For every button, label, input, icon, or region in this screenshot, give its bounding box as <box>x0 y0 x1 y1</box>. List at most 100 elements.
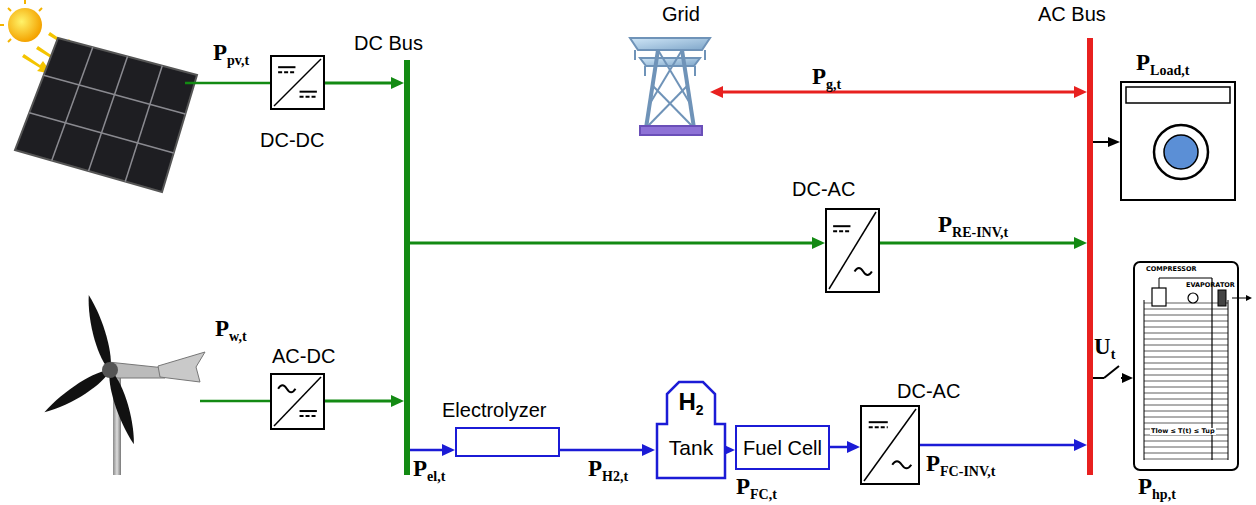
converter-diagonal <box>274 59 321 106</box>
dc-symbol <box>300 91 317 93</box>
dc-symbol <box>833 230 850 232</box>
ac-symbol <box>892 461 911 468</box>
subscript: H2,t <box>602 469 628 484</box>
small-label: Tlow ≤ T(t) ≤ Tup <box>1150 428 1216 435</box>
connector <box>830 441 860 453</box>
dc-symbol <box>869 426 888 428</box>
converter-symbol <box>862 407 918 483</box>
ac-bus: AC Bus <box>1087 38 1093 475</box>
small-label: EVAPORATOR <box>1186 282 1235 289</box>
subscript: pv,t <box>227 53 249 68</box>
subscript: w,t <box>229 329 247 344</box>
wind-wire <box>200 400 270 403</box>
fuel-cell: Fuel Cell <box>735 425 830 470</box>
arrow-head <box>391 395 404 407</box>
small-label: COMPRESSOR <box>1146 266 1197 273</box>
dc-symbol <box>300 96 317 98</box>
arrow-head <box>1074 86 1087 98</box>
subscript: hp,t <box>1152 487 1176 502</box>
node-label: H2 <box>655 388 727 418</box>
flow-label: PRE-INV,t <box>938 212 1008 240</box>
converter-symbol <box>827 210 878 291</box>
dc-ac-inverter: DC-AC <box>825 208 880 293</box>
arrow-head <box>1074 237 1087 249</box>
converter-symbol <box>272 57 323 108</box>
subscript: el,t <box>427 469 445 484</box>
arrow-head <box>642 444 655 456</box>
arrow-head <box>812 237 825 249</box>
converter-symbol <box>272 375 323 428</box>
subscript: FC,t <box>750 487 777 502</box>
connector <box>920 439 1087 451</box>
subscript: FC-INV,t <box>940 464 995 479</box>
power-label: Pw,t <box>215 316 247 344</box>
node-text: Tank <box>655 436 727 460</box>
grid: Grid <box>630 30 710 135</box>
dc-symbol <box>300 410 317 412</box>
subscript: Load,t <box>1150 63 1189 78</box>
electrolyzer: Electrolyzer <box>455 427 560 457</box>
dc-bus: DC Bus <box>404 60 410 475</box>
dc-symbol <box>278 66 295 68</box>
power-label: Php,t <box>1138 474 1176 502</box>
flow-label: PFC-INV,t <box>926 451 995 479</box>
connector-line <box>325 82 392 85</box>
connector-line <box>325 400 392 403</box>
connector <box>325 77 404 89</box>
connector-line <box>410 242 813 245</box>
flow-label: PFC,t <box>736 474 777 502</box>
connector <box>410 237 825 249</box>
subscript: 2 <box>696 402 704 418</box>
node-label: Electrolyzer <box>442 399 546 422</box>
connector-line <box>920 444 1075 447</box>
flow-label: Pel,t <box>413 456 445 484</box>
node-label: Grid <box>662 3 700 26</box>
connector-line <box>722 91 1075 94</box>
connector-line <box>830 446 848 449</box>
pv-panel <box>15 38 197 192</box>
dc-symbol <box>833 225 850 227</box>
arrow-head <box>847 441 860 453</box>
arrow-head <box>710 86 723 98</box>
power-label: Ppv,t <box>213 40 249 68</box>
switch <box>1093 366 1133 383</box>
arrow-head <box>442 444 455 456</box>
subscript: t <box>1111 347 1116 362</box>
wind-turbine <box>42 294 205 475</box>
heat-pump-tank <box>1134 262 1252 470</box>
washing-machine <box>1093 82 1235 200</box>
connector-line <box>410 449 443 452</box>
connector <box>325 395 404 407</box>
dc-symbol <box>278 71 295 73</box>
node-label: DC Bus <box>354 32 423 55</box>
node-label: DC-DC <box>260 129 324 152</box>
dc-symbol <box>869 421 888 423</box>
power-label: Ut <box>1094 334 1115 362</box>
connector <box>710 86 1087 98</box>
dc-symbol <box>300 415 317 417</box>
node-label: AC Bus <box>1038 3 1106 26</box>
converter-diagonal <box>864 409 916 481</box>
connector-line <box>880 242 1075 245</box>
arrow-head <box>391 77 404 89</box>
node-label: DC-AC <box>792 178 855 201</box>
connector <box>410 444 455 456</box>
dc-ac-inverter: DC-AC <box>860 405 920 485</box>
grid-tower <box>630 38 710 135</box>
ac-symbol <box>278 385 295 392</box>
converter-diagonal <box>274 377 321 426</box>
node-label: Fuel Cell <box>737 437 828 460</box>
flow-label: PH2,t <box>588 456 628 484</box>
dc-dc-converter: DC-DC <box>270 55 325 110</box>
arrow-head <box>1074 439 1087 451</box>
node-label: DC-AC <box>897 380 960 403</box>
ac-dc-converter: AC-DC <box>270 373 325 430</box>
connector <box>560 444 655 456</box>
flow-label: Pg,t <box>812 64 841 92</box>
connector-line <box>560 449 643 452</box>
hydrogen-tank: H2Tank <box>655 380 727 480</box>
subscript: RE-INV,t <box>952 225 1008 240</box>
